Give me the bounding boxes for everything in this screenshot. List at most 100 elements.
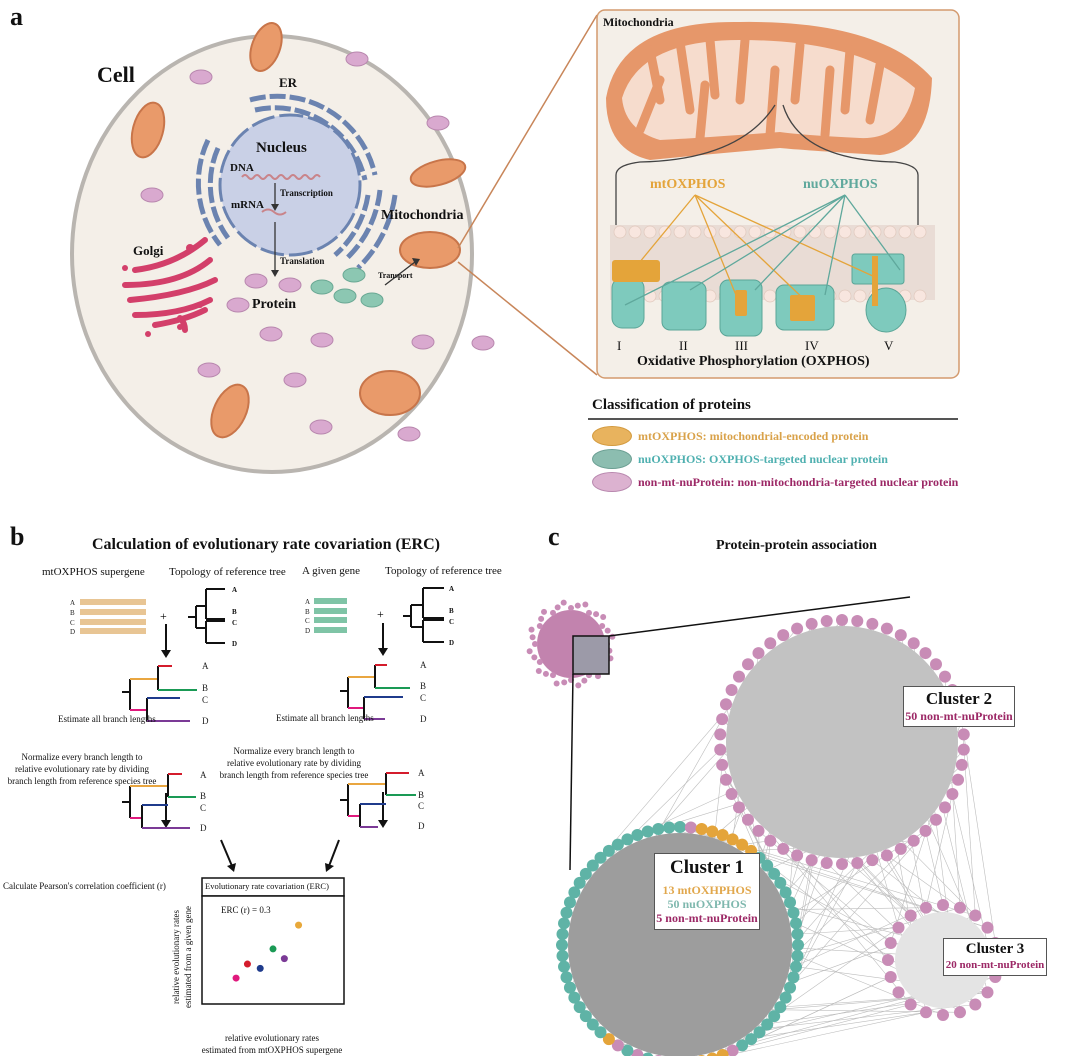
- cluster-2-node: [764, 637, 777, 650]
- cluster-2-node: [805, 617, 818, 630]
- right-step2-line: Normalize every branch length to: [233, 746, 355, 756]
- transcription-label: Transcription: [280, 188, 333, 198]
- cluster-1-node: [602, 1033, 615, 1046]
- overview-node: [536, 623, 543, 629]
- mtoxphos-label: mtOXPHOS: [650, 177, 726, 192]
- inset-title: Mitochondria: [603, 15, 674, 29]
- mrna-strand: [261, 208, 287, 216]
- cluster-2-node: [952, 773, 965, 786]
- cluster-2-node: [777, 629, 790, 642]
- cluster-2-node: [866, 854, 879, 867]
- reference-tree-right: [403, 587, 444, 643]
- network-edge: [925, 793, 953, 908]
- cluster-1-node: [558, 960, 571, 973]
- cluster-2-node: [719, 773, 732, 786]
- normalized-tree-left: [122, 773, 196, 829]
- cell-label: Cell: [97, 62, 135, 87]
- oxphos-caption: Oxidative Phosphorylation (OXPHOS): [637, 354, 870, 369]
- cluster-1-node: [779, 991, 792, 1004]
- cluster-1-node: [768, 1010, 781, 1023]
- right-step1-label: Estimate all branch lengths: [276, 713, 374, 723]
- estimated-tree-left: [122, 665, 197, 722]
- cluster-2-node: [866, 617, 879, 630]
- cluster-2-core: [726, 626, 958, 858]
- erc-xlabel: relative evolutionary rates estimated fr…: [196, 1032, 348, 1056]
- cluster-2-node: [957, 743, 970, 756]
- cluster-1-node: [761, 859, 774, 872]
- cluster-3-node: [904, 909, 917, 922]
- overview-node: [586, 609, 592, 616]
- svg-text:C: C: [305, 617, 310, 625]
- cluster-2-node: [939, 801, 952, 814]
- cluster-2-node: [805, 854, 818, 867]
- svg-text:D: D: [202, 716, 209, 726]
- cluster-3-node: [884, 937, 897, 950]
- cluster-1-node: [642, 1052, 654, 1056]
- reference-tree-left: [188, 588, 225, 644]
- left-step2-line: branch length from reference species tre…: [7, 776, 157, 786]
- cluster-1-title: Cluster 1: [669, 857, 745, 878]
- pearson-label: Calculate Pearson's correlation coeffici…: [3, 881, 166, 891]
- cluster-2-node: [919, 647, 932, 660]
- cluster-1-node: [774, 876, 787, 889]
- right-step2-line: relative evolutionary rate by dividing: [227, 758, 361, 768]
- cluster-1-node: [611, 1039, 624, 1052]
- mitochondria-label: Mitochondria: [381, 208, 464, 223]
- cluster-1-node: [594, 851, 607, 864]
- legend-label-nu: nuOXPHOS: OXPHOS-targeted nuclear protei…: [638, 451, 888, 466]
- erc-stat: ERC (r) = 0.3: [221, 905, 271, 915]
- scatter-point: [269, 945, 277, 953]
- svg-text:C: C: [70, 619, 75, 627]
- complex-label-II: II: [679, 338, 688, 353]
- cluster-2-non-count: 50 non-mt-nuProtein: [905, 709, 1013, 723]
- cluster-1-node: [652, 823, 665, 836]
- cluster-1-node: [674, 821, 686, 833]
- svg-text:A: A: [420, 660, 427, 670]
- protein-network: [526, 596, 1004, 1056]
- cluster-1-node: [621, 833, 634, 846]
- svg-text:A: A: [202, 661, 209, 671]
- svg-text:C: C: [232, 619, 237, 627]
- legend-item-mt: mtOXPHOS: mitochondrial-encoded protein: [592, 426, 868, 446]
- cluster-2-node: [894, 629, 907, 642]
- svg-text:D: D: [232, 640, 237, 648]
- svg-text:+: +: [377, 607, 384, 621]
- estimate-arrows: [165, 623, 384, 820]
- nucleus: [218, 113, 362, 257]
- non-mt-nu-proteins: [140, 51, 495, 442]
- cluster-1-node: [745, 1033, 758, 1046]
- cluster-1-node: [563, 981, 576, 994]
- cluster-2-node: [851, 857, 864, 870]
- cluster-1-node: [560, 971, 573, 984]
- cluster-2-node: [732, 801, 745, 814]
- cluster-1-node: [573, 1001, 586, 1014]
- cluster-3-node: [969, 998, 982, 1011]
- complex-label-III: III: [735, 338, 748, 353]
- cluster-1-node: [736, 838, 749, 851]
- cluster-2-node: [714, 728, 727, 741]
- overview-node: [553, 680, 560, 687]
- overview-node: [550, 609, 556, 616]
- cluster-2-node: [732, 670, 745, 683]
- cluster-3-node: [882, 954, 894, 966]
- cluster-2-node: [752, 824, 765, 837]
- scatter-point: [280, 955, 288, 963]
- network-edge: [722, 1012, 927, 1056]
- given-gene-alignment: [314, 598, 347, 633]
- cluster-1-node: [706, 825, 719, 838]
- overview-node: [561, 679, 568, 686]
- erc-ylabel-line: relative evolutionary rates: [171, 910, 181, 1004]
- nu-connectors: [624, 194, 901, 306]
- cluster-1-node: [791, 949, 804, 962]
- overview-node: [550, 672, 556, 679]
- cluster-1-node: [611, 838, 624, 851]
- overview-node: [542, 670, 549, 677]
- left-tree-label: Topology of reference tree: [169, 566, 286, 578]
- estimated-tree-right: [340, 664, 410, 720]
- cluster-2-node: [907, 834, 920, 847]
- cluster-1-node: [695, 823, 708, 836]
- panel-b-letter: b: [10, 522, 25, 551]
- erc-xlabel-line: relative evolutionary rates: [225, 1033, 319, 1043]
- scatter-point: [256, 964, 264, 972]
- overview-node: [600, 614, 607, 621]
